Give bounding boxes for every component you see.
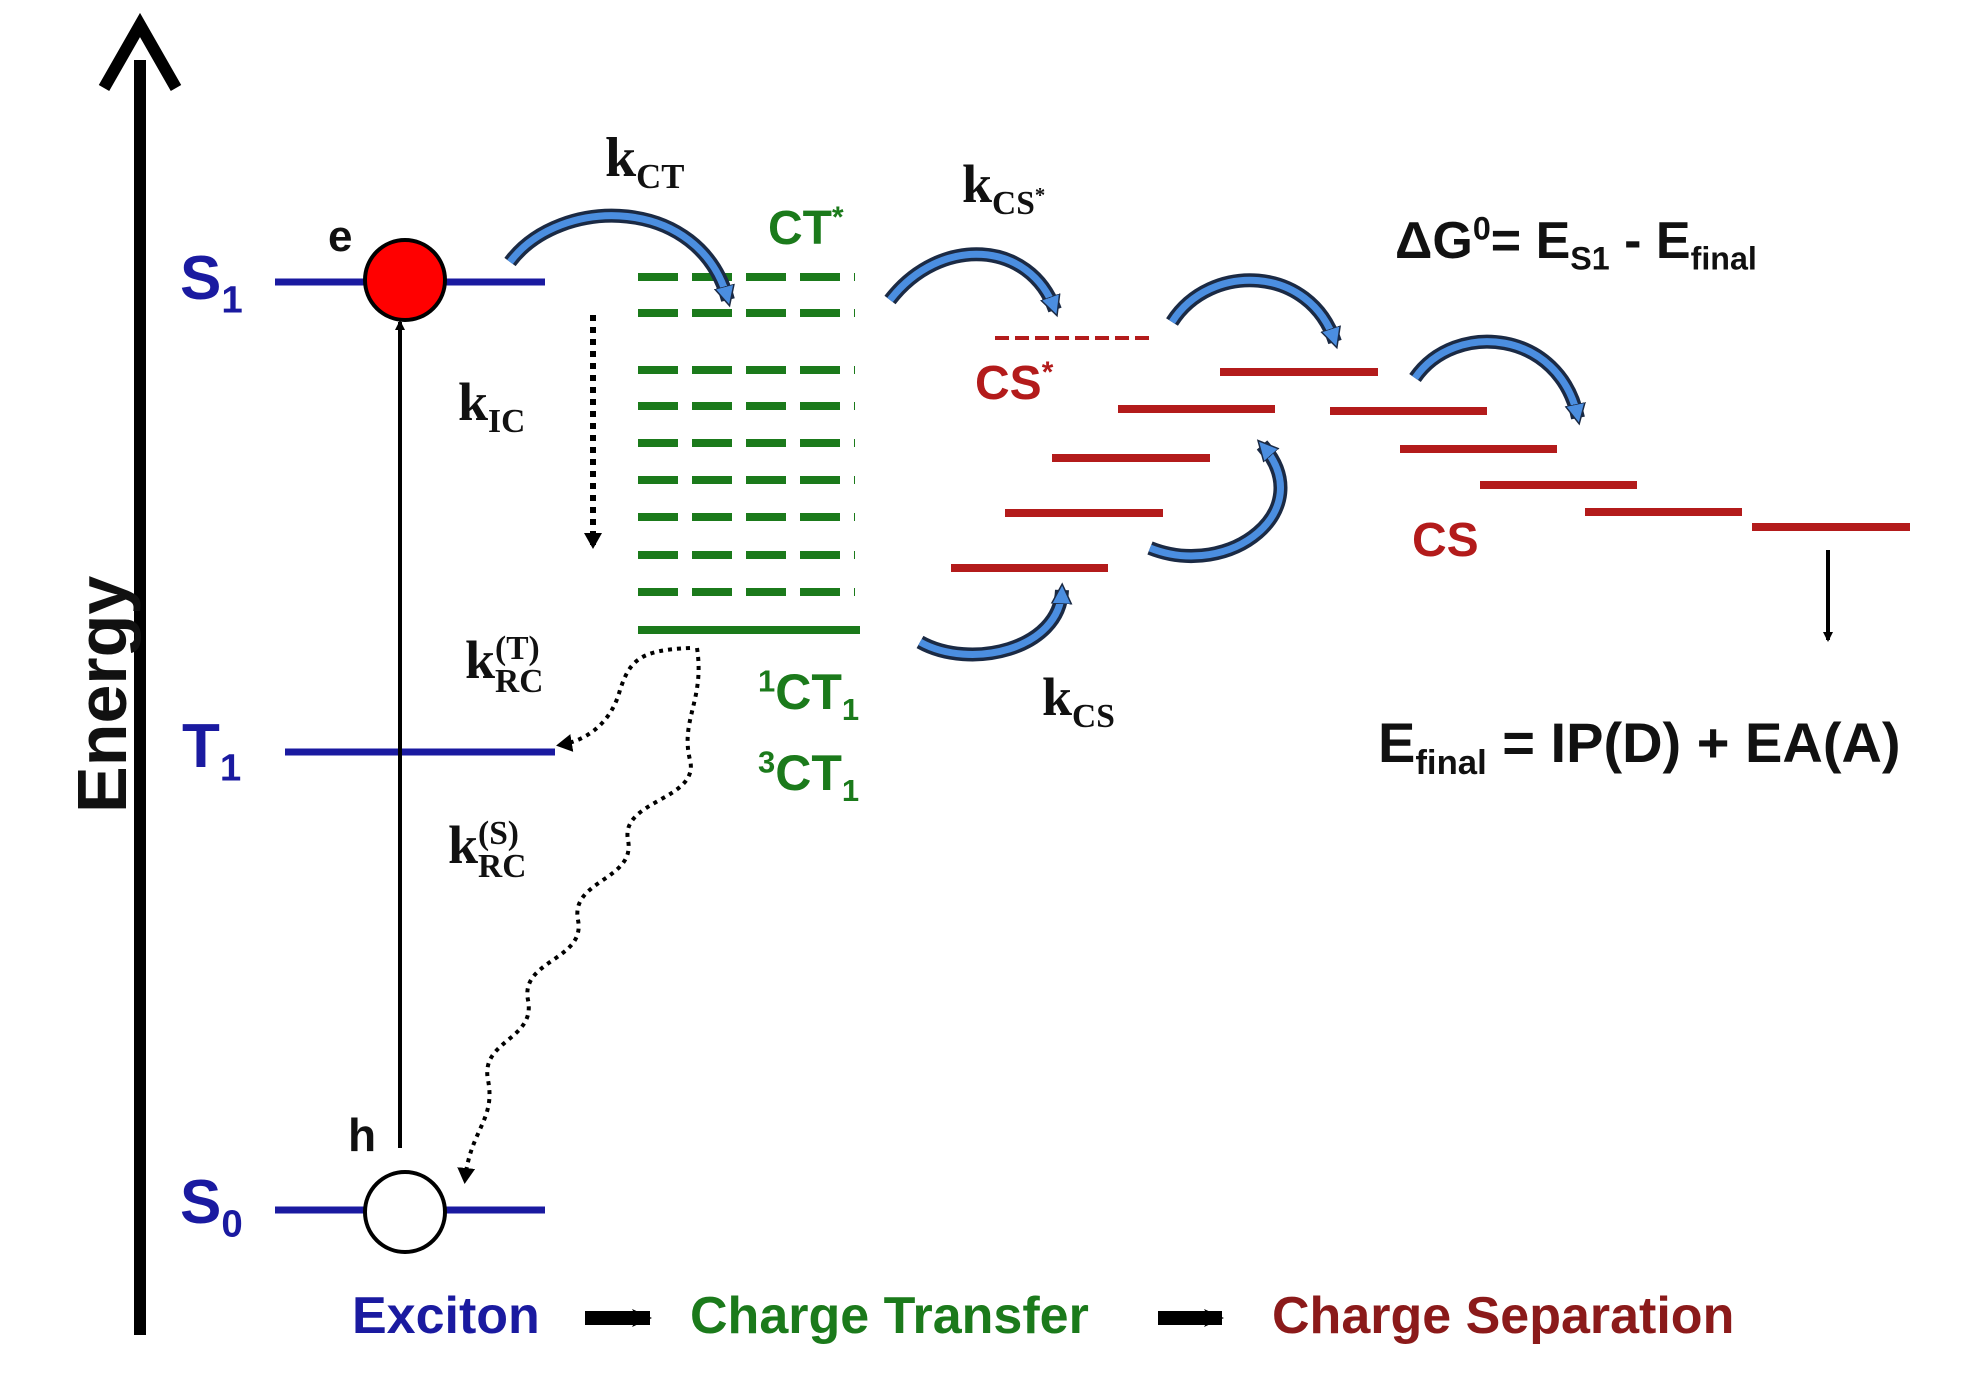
k-ct-label: kCT xyxy=(605,127,685,197)
ct-manifold xyxy=(638,273,855,596)
charge-separation-label: Charge Separation xyxy=(1272,1287,1735,1345)
k-rc-t-label: k(T)RC xyxy=(465,629,544,701)
k-cs-star-label: kCS* xyxy=(962,154,1046,222)
electron-label: e xyxy=(328,212,353,261)
energy-axis-arrowhead xyxy=(98,12,182,91)
k-rc-s-label: k(S)RC xyxy=(448,814,527,886)
energy-axis-label: Energy xyxy=(63,575,141,813)
k-cs-label: kCS xyxy=(1042,667,1115,735)
k-rc-t-arrow xyxy=(556,646,691,752)
curved-arrows xyxy=(504,208,1578,662)
exciton-label: Exciton xyxy=(352,1287,540,1345)
k-cs-arrow xyxy=(916,589,1069,662)
delta-g-equation: ΔG0= ES1 - Efinal xyxy=(1395,210,1757,277)
cs-hop-arrow-1 xyxy=(1166,273,1342,345)
s0-label: S0 xyxy=(180,1168,243,1246)
k-rc-s-arrow xyxy=(457,647,701,1184)
hole-label: h xyxy=(348,1109,377,1161)
electron-circle xyxy=(363,238,447,322)
ct-star-label: CT* xyxy=(768,201,844,255)
s1-label: S1 xyxy=(180,244,243,322)
cs-star-label: CS* xyxy=(975,356,1054,410)
k-cs-star-arrow xyxy=(884,247,1062,313)
t1-label: T1 xyxy=(182,712,242,790)
charge-transfer-label: Charge Transfer xyxy=(690,1287,1089,1345)
cs-label: CS xyxy=(1412,514,1479,567)
energy-axis xyxy=(98,12,182,1335)
k-ct-arrow xyxy=(504,208,735,302)
k-ic-label: kIC xyxy=(458,372,526,440)
cs-levels xyxy=(951,368,1910,572)
ct1-triplet-label: 3CT1 xyxy=(758,744,860,808)
ct1-singlet-label: 1CT1 xyxy=(758,663,860,727)
e-final-equation: Efinal = IP(D) + EA(A) xyxy=(1378,711,1901,783)
hole-circle xyxy=(363,1170,447,1254)
